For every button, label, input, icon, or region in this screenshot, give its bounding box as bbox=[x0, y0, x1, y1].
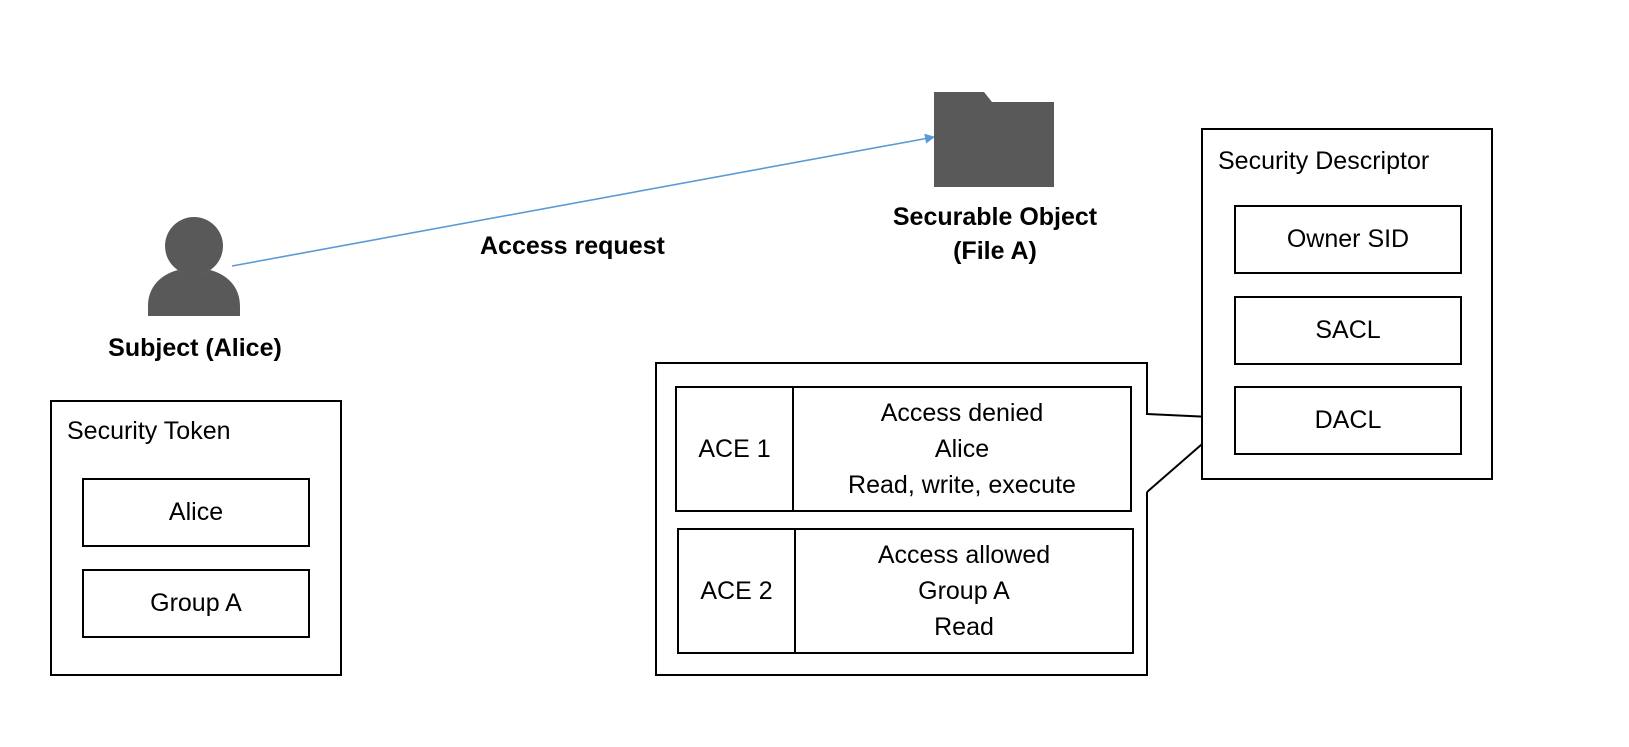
ace-rights: Read bbox=[934, 613, 994, 641]
security-token-box: Security Token Alice Group A bbox=[50, 400, 342, 676]
descriptor-item-owner-sid: Owner SID bbox=[1234, 205, 1462, 274]
ace-details: Access allowed Group A Read bbox=[796, 530, 1132, 652]
ace-type: Access allowed bbox=[877, 541, 1051, 569]
ace-rights: Read, write, execute bbox=[848, 471, 1076, 499]
person-icon bbox=[148, 217, 240, 316]
ace-details: Access denied Alice Read, write, execute bbox=[794, 388, 1130, 510]
security-descriptor-title: Security Descriptor bbox=[1218, 147, 1430, 175]
securable-object-line1: Securable Object bbox=[892, 203, 1098, 231]
ace-type: Access denied bbox=[880, 399, 1044, 427]
security-descriptor-box: Security Descriptor Owner SID SACL DACL bbox=[1201, 128, 1493, 480]
security-token-title: Security Token bbox=[67, 417, 231, 445]
token-item-group-a: Group A bbox=[82, 569, 310, 638]
descriptor-item-dacl: DACL bbox=[1234, 386, 1462, 455]
token-item-alice: Alice bbox=[82, 478, 310, 547]
subject-label: Subject (Alice) bbox=[108, 334, 282, 362]
descriptor-item-sacl: SACL bbox=[1234, 296, 1462, 365]
securable-object-line2: (File A) bbox=[953, 237, 1037, 265]
dacl-detail-panel: ACE 1 Access denied Alice Read, write, e… bbox=[655, 362, 1148, 676]
ace-row: ACE 1 Access denied Alice Read, write, e… bbox=[675, 386, 1132, 512]
ace-row: ACE 2 Access allowed Group A Read bbox=[677, 528, 1134, 654]
access-request-label: Access request bbox=[480, 232, 665, 260]
ace-name: ACE 2 bbox=[679, 530, 796, 652]
ace-name: ACE 1 bbox=[677, 388, 794, 510]
ace-principal: Group A bbox=[918, 577, 1010, 605]
securable-object-label: Securable Object (File A) bbox=[870, 200, 1120, 268]
ace-principal: Alice bbox=[934, 435, 990, 463]
folder-icon bbox=[934, 92, 1054, 187]
